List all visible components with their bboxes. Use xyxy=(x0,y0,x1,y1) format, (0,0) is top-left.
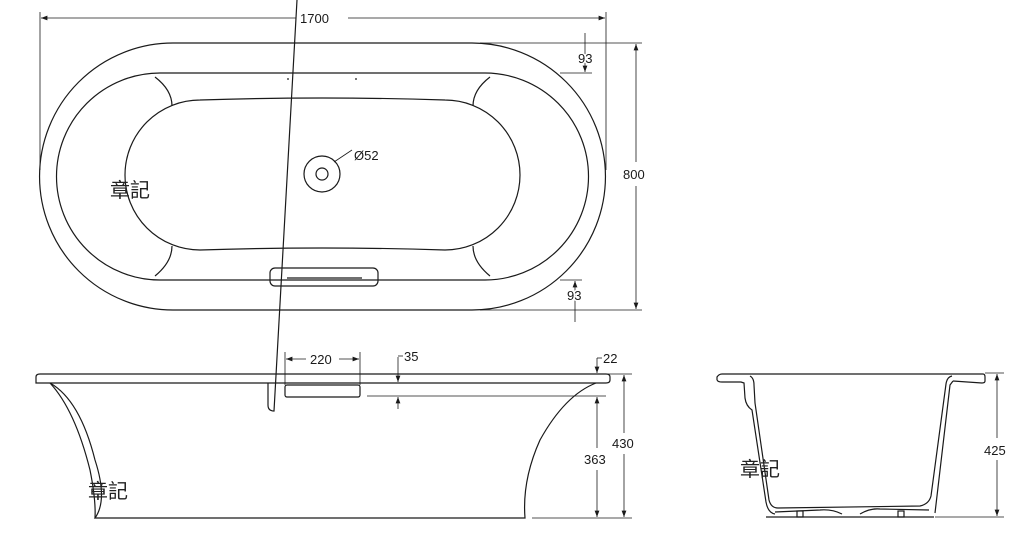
rim-top-dimension-label: 93 xyxy=(578,51,592,66)
end-right-wall xyxy=(934,380,954,514)
drain-diameter-label: Ø52 xyxy=(354,148,379,163)
overflow-width-label: 220 xyxy=(310,352,332,367)
end-view: 425 章記 xyxy=(716,372,1006,518)
drain-outer xyxy=(303,155,341,193)
overflow-outline xyxy=(269,267,379,287)
outer-rim-outline xyxy=(38,42,607,311)
drain-leader xyxy=(333,149,353,163)
end-bottom xyxy=(766,508,934,518)
overflow-slot-side xyxy=(284,384,361,398)
body-profile-left xyxy=(49,382,96,519)
basin-outline xyxy=(124,97,521,251)
inner-height-label: 363 xyxy=(584,452,606,467)
end-foot xyxy=(897,510,905,518)
watermark: 章記 xyxy=(88,479,128,503)
width-dimension-label: 800 xyxy=(623,167,645,182)
armrest-curves xyxy=(154,76,491,277)
end-rim-top xyxy=(716,373,986,384)
inner-rim-outline xyxy=(55,72,590,281)
end-foot xyxy=(796,510,804,518)
watermark: 章記 xyxy=(110,178,150,202)
depth-dimension-label: 425 xyxy=(984,443,1006,458)
total-height-label: 430 xyxy=(612,436,634,451)
top-view: Ø52 1700 800 93 93 章記 xyxy=(38,11,645,322)
overflow-offset-label: 35 xyxy=(404,349,418,364)
drain-inner xyxy=(315,167,329,181)
end-left-lip xyxy=(716,379,776,515)
rim-profile xyxy=(35,373,611,384)
overflow-box xyxy=(267,0,298,412)
watermark: 章記 xyxy=(740,457,780,481)
rim-thickness-label: 22 xyxy=(603,351,617,366)
end-left-wall-inner xyxy=(749,375,953,509)
side-view: 220 35 22 363 430 章記 xyxy=(35,0,634,519)
rim-bottom-dimension-label: 93 xyxy=(567,288,581,303)
length-dimension-label: 1700 xyxy=(300,11,329,26)
body-profile xyxy=(49,382,597,519)
